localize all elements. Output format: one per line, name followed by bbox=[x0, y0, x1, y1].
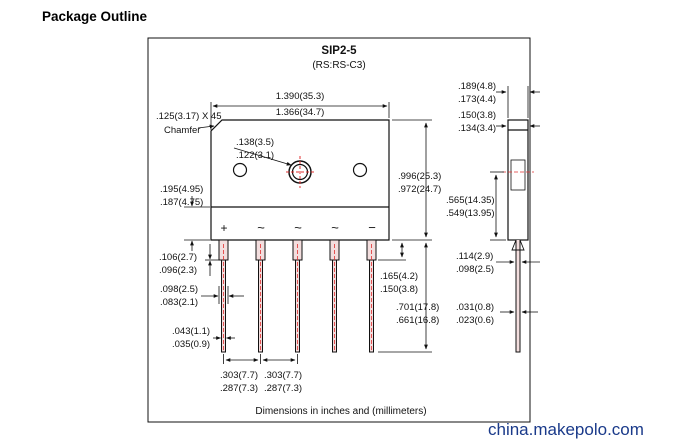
dim-hole-dia-min: .122(3.1) bbox=[236, 150, 274, 161]
dim-side-lead-min: .098(2.5) bbox=[456, 264, 494, 275]
page-title: Package Outline bbox=[42, 9, 148, 24]
dim-side-t-min: .134(3.4) bbox=[458, 123, 496, 134]
dim-hole-h-min: .549(13.95) bbox=[446, 208, 495, 219]
dim-lead-w-max: .098(2.5) bbox=[160, 284, 198, 295]
side-hole-slot bbox=[510, 159, 526, 191]
dim-pitch2-min: .287(7.3) bbox=[264, 383, 302, 394]
dim-pitch1-min: .287(7.3) bbox=[220, 383, 258, 394]
dim-band-min: .187(4.75) bbox=[160, 197, 203, 208]
front-dimension-lines bbox=[184, 102, 432, 364]
center-crosshair bbox=[286, 156, 314, 188]
side-dimension-lines bbox=[490, 86, 540, 314]
dim-body-height-min: .972(24.7) bbox=[398, 184, 441, 195]
dim-side-lead-t-min: .023(0.6) bbox=[456, 315, 494, 326]
dimensions-footnote: Dimensions in inches and (millimeters) bbox=[255, 406, 426, 417]
dim-body-height-max: .996(25.3) bbox=[398, 171, 441, 182]
dim-hole-dia-max: .138(3.5) bbox=[236, 137, 274, 148]
dim-chamfer: .125(3.17) X 45 bbox=[156, 111, 222, 122]
side-lead bbox=[515, 240, 521, 353]
dim-standoff-min: .150(3.8) bbox=[380, 284, 418, 295]
dim-lead-t-max: .043(1.1) bbox=[172, 326, 210, 337]
pin-mark-3: ~ bbox=[294, 220, 302, 235]
dim-lead-len-max: .701(17.8) bbox=[396, 302, 439, 313]
left-mounting-hole bbox=[232, 162, 248, 178]
side-view bbox=[507, 119, 529, 353]
dim-band-max: .195(4.95) bbox=[160, 184, 203, 195]
dim-lead-len-min: .661(16.8) bbox=[396, 315, 439, 326]
dim-side-w-max: .189(4.8) bbox=[458, 81, 496, 92]
drawing-frame bbox=[147, 37, 531, 423]
pin-mark-5: − bbox=[368, 220, 376, 235]
dim-side-t-max: .150(3.8) bbox=[458, 110, 496, 121]
pin-mark-4: ~ bbox=[331, 220, 339, 235]
dim-body-width-max: 1.390(35.3) bbox=[276, 91, 325, 102]
side-lead-bend bbox=[511, 239, 525, 251]
dim-side-lead-max: .114(2.9) bbox=[456, 251, 493, 262]
dim-pitch1-max: .303(7.7) bbox=[220, 370, 258, 381]
dim-hole-h-max: .565(14.35) bbox=[446, 195, 495, 206]
dim-side-lead-t-max: .031(0.8) bbox=[456, 302, 494, 313]
package-code: (RS:RS-C3) bbox=[312, 60, 365, 71]
dim-lead-t-min: .035(0.9) bbox=[172, 339, 210, 350]
watermark: china.makepolo.com bbox=[488, 420, 644, 439]
dim-seat-max: .106(2.7) bbox=[159, 252, 197, 263]
dim-chamfer-label: Chamfer bbox=[164, 125, 200, 136]
dim-body-width-min: 1.366(34.7) bbox=[276, 107, 325, 118]
dim-lead-w-min: .083(2.1) bbox=[160, 297, 198, 308]
pin-mark-2: ~ bbox=[257, 220, 265, 235]
dim-standoff-max: .165(4.2) bbox=[380, 271, 418, 282]
dim-side-w-min: .173(4.4) bbox=[458, 94, 496, 105]
pin-mark-1: + bbox=[220, 221, 227, 235]
right-mounting-hole bbox=[352, 162, 368, 178]
dim-pitch2-max: .303(7.7) bbox=[264, 370, 302, 381]
package-name: SIP2-5 bbox=[321, 45, 357, 57]
dim-seat-min: .096(2.3) bbox=[159, 265, 197, 276]
